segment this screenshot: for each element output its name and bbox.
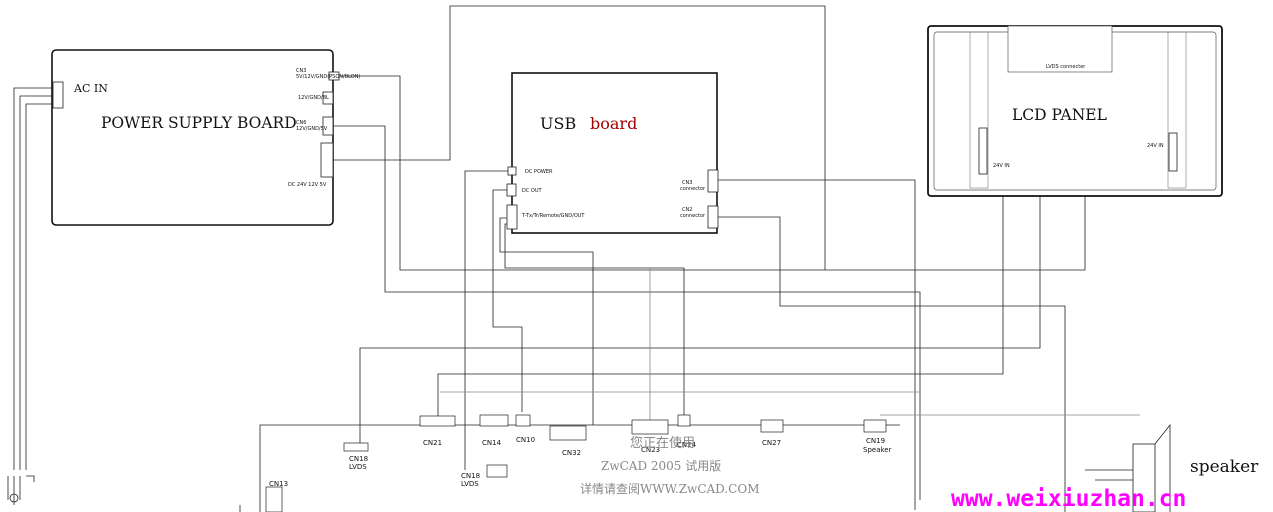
- psu-cn3-sub: 5V/12V/GND(PSON/BLON): [296, 74, 360, 80]
- usb-cn3-sub: connector: [680, 186, 706, 192]
- usb-t-connector: [506, 204, 518, 230]
- cn21-label: CN21: [423, 439, 442, 447]
- psu-cn3-connector: [328, 71, 340, 81]
- cn10-connector: [515, 414, 531, 427]
- lcd-right-in-label: 24V IN: [1147, 143, 1164, 149]
- usb-title-b: board: [590, 114, 637, 133]
- psu-mid-connector: [322, 91, 334, 105]
- cn18-low-sub: LVDS: [461, 480, 479, 488]
- cn18-low-connector: [486, 464, 508, 478]
- psu-dc-label: DC 24V 12V 5V: [288, 182, 327, 188]
- psu-dc-connector: [320, 142, 334, 178]
- main-board-connectors: [265, 414, 887, 512]
- cn23-connector: [631, 419, 669, 435]
- watermark-line3: 详情请查阅WWW.ZwCAD.COM: [580, 481, 760, 496]
- cn14-connector: [479, 414, 509, 427]
- cn18-top-label: CN18: [349, 455, 368, 463]
- usb-board: [511, 72, 718, 234]
- watermark-line2: ZwCAD 2005 试用版: [601, 458, 721, 473]
- usb-cn2-sub: connector: [680, 213, 706, 219]
- psu-cn6-sub: 12V/GND/5V: [296, 126, 328, 132]
- ac-in-connector: [52, 81, 64, 109]
- site-watermark: www.weixiuzhan.cn: [951, 486, 1186, 512]
- cn13-label: CN13: [269, 480, 288, 488]
- ac-plug-icon: [7, 475, 35, 505]
- lcd-lvds-block: [1007, 25, 1113, 73]
- cn18-top-sub: LVDS: [349, 463, 367, 471]
- power-supply-title: POWER SUPPLY BOARD: [101, 114, 297, 132]
- ac-in-label: AC IN: [73, 82, 108, 95]
- usb-cn3-connector: [707, 169, 719, 193]
- watermark-line1: 您正在使用: [630, 435, 695, 451]
- psu-cn6-label: CN6: [296, 120, 306, 126]
- lcd-left-in-label: 24V IN: [993, 163, 1010, 169]
- usb-cn2-label: CN2: [682, 207, 692, 213]
- cn19-sub: Speaker: [863, 446, 892, 454]
- lcd-right-connector: [1168, 132, 1178, 172]
- speaker-icon: [1085, 423, 1171, 512]
- usb-cn3-label: CN3: [682, 180, 692, 186]
- cn19-connector: [863, 419, 887, 433]
- lcd-left-tab: [969, 31, 989, 189]
- usb-cn2-connector: [707, 205, 719, 229]
- usb-dc-out-label: DC OUT: [522, 188, 543, 194]
- lcd-left-connector: [978, 127, 988, 175]
- lcd-lvds-label: LVDS connecter: [1046, 64, 1086, 70]
- speaker-label: speaker: [1190, 457, 1259, 477]
- cn18-top-connector: [343, 442, 369, 452]
- cn21-connector: [419, 415, 456, 427]
- psu-cn6-connector: [322, 116, 334, 136]
- cn18-low-label: CN18: [461, 472, 480, 480]
- psu-mid-sub: 12V/GND/BL: [298, 95, 329, 101]
- cn24-label: CN24: [677, 441, 697, 449]
- power-supply-board: [51, 49, 334, 226]
- psu-cn3-label: CN3: [296, 68, 306, 74]
- usb-dc-out-connector: [506, 183, 517, 197]
- usb-dc-power-label: DC POWER: [525, 169, 553, 175]
- cn14-label: CN14: [482, 439, 502, 447]
- usb-t-label: T-Tx/Tr/Remote/GND/OUT: [521, 213, 585, 219]
- cn27-label: CN27: [762, 439, 781, 447]
- cn19-label: CN19: [866, 437, 885, 445]
- cn10-label: CN10: [516, 436, 535, 444]
- cn32-connector: [549, 425, 587, 441]
- cn24-connector: [677, 414, 691, 427]
- wires: [13, 5, 1170, 512]
- usb-dc-power-connector: [507, 166, 517, 176]
- cn23-label: CN23: [641, 446, 660, 454]
- cn13-connector: [265, 486, 283, 512]
- cn32-label: CN32: [562, 449, 581, 457]
- usb-title-a: USB: [540, 114, 576, 133]
- cn27-connector: [760, 419, 784, 433]
- lcd-right-tab: [1167, 31, 1187, 189]
- lcd-panel-title: LCD PANEL: [1012, 106, 1107, 124]
